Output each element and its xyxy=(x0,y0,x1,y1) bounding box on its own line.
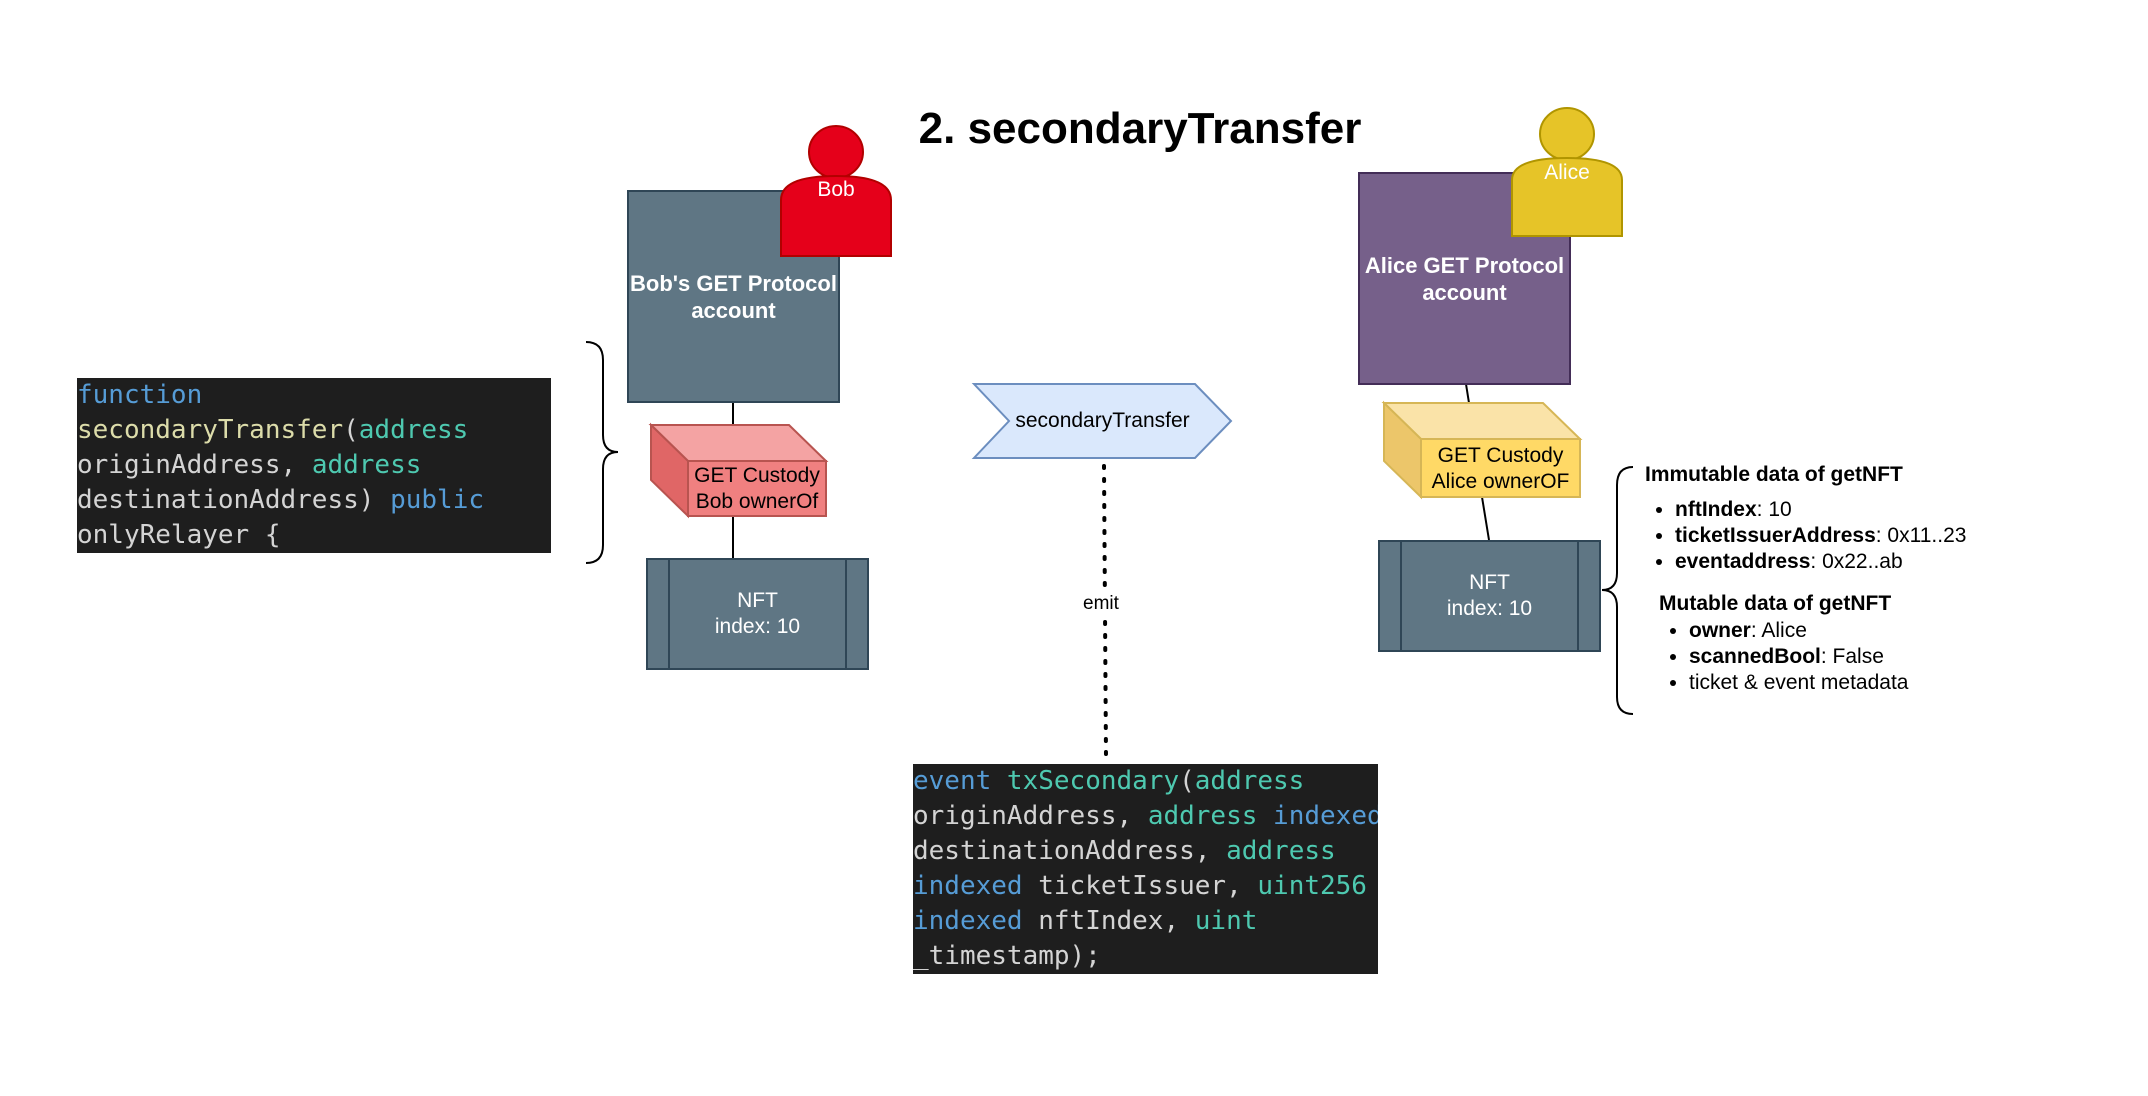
event-code-token: address xyxy=(1147,801,1274,831)
event-code-token: event xyxy=(913,766,1007,796)
bob-nft-line1: NFT xyxy=(737,589,778,612)
bob-custody-line1: GET Custody xyxy=(694,464,820,487)
immutable-data-item-value: : 0x11..23 xyxy=(1875,524,1967,547)
event-code-line: event txSecondary(address xyxy=(913,764,1378,799)
event-code-line: _timestamp); xyxy=(913,939,1378,974)
secondary-transfer-step-arrow xyxy=(971,383,1233,459)
event-code-token: address xyxy=(1194,766,1305,796)
alice-custody-line2: Alice ownerOF xyxy=(1431,470,1570,493)
function-code-line: originAddress, address xyxy=(77,448,551,483)
immutable-data-item: nftIndex: 10 xyxy=(1675,497,2045,523)
alice-person-icon xyxy=(1511,107,1623,237)
function-code-token: address xyxy=(311,450,422,480)
immutable-data-item: eventaddress: 0x22..ab xyxy=(1675,549,2045,575)
event-code-token: ( xyxy=(1179,766,1195,796)
immutable-data-item-value: : 0x22..ab xyxy=(1810,550,1903,573)
mutable-data-item-key: scannedBool xyxy=(1689,645,1821,668)
bob-nft-label: NFT index: 10 xyxy=(669,559,846,669)
alice-custody-label: GET Custody Alice ownerOF xyxy=(1421,443,1580,495)
event-code-token: _timestamp); xyxy=(913,941,1101,971)
function-code-token: ( xyxy=(343,415,359,445)
event-code-line: indexed ticketIssuer, uint256 xyxy=(913,869,1378,904)
alice-account-to-custody-line xyxy=(1465,383,1470,404)
event-code-token: uint xyxy=(1194,906,1258,936)
function-code-line: secondaryTransfer(address xyxy=(77,413,551,448)
alice-nft-line1: NFT xyxy=(1469,571,1510,594)
event-code-token: destinationAddress, xyxy=(913,836,1227,866)
event-code-token: indexed xyxy=(913,906,1039,936)
mutable-data-item: owner: Alice xyxy=(1689,618,2059,644)
mutable-data-item-value: : False xyxy=(1820,645,1884,668)
event-code-token: address xyxy=(1226,836,1336,866)
event-code-line: originAddress, address indexed xyxy=(913,799,1378,834)
mutable-data-list: owner: AlicescannedBool: Falseticket & e… xyxy=(1659,618,2059,696)
immutable-data-item-key: ticketIssuerAddress xyxy=(1675,524,1876,547)
immutable-data-list: nftIndex: 10ticketIssuerAddress: 0x11..2… xyxy=(1645,497,2045,575)
function-code-token: function xyxy=(77,380,203,410)
function-code-token: onlyRelayer { xyxy=(77,520,281,550)
mutable-data-item: ticket & event metadata xyxy=(1689,670,2059,696)
event-code-token: indexed xyxy=(913,871,1039,901)
left-brace xyxy=(585,341,619,564)
bob-nft-line2: index: 10 xyxy=(714,615,801,638)
function-code-token: destinationAddress) xyxy=(77,485,391,515)
mutable-data-item-key: owner xyxy=(1689,619,1751,642)
bob-custody-line2: Bob ownerOf xyxy=(695,490,819,513)
secondary-transfer-arrow-label: secondaryTransfer xyxy=(1015,409,1190,432)
mutable-data-item: scannedBool: False xyxy=(1689,644,2059,670)
mutable-data-item-value: ticket & event metadata xyxy=(1689,671,1909,694)
function-code-token: public xyxy=(390,485,484,515)
immutable-data-item-key: eventaddress xyxy=(1675,550,1811,573)
bob-custody-cube xyxy=(648,422,829,519)
event-code-token: nftIndex, xyxy=(1038,906,1195,936)
event-code-token: txSecondary xyxy=(1006,766,1180,796)
immutable-data-item: ticketIssuerAddress: 0x11..23 xyxy=(1675,523,2045,549)
function-code-line: destinationAddress) public xyxy=(77,483,551,518)
alice-nft-label: NFT index: 10 xyxy=(1401,541,1578,651)
alice-custody-to-nft-line xyxy=(1481,496,1490,541)
diagram-title: 2. secondaryTransfer xyxy=(918,104,1362,153)
function-code-token: originAddress, xyxy=(77,450,312,480)
function-code-line: onlyRelayer { xyxy=(77,518,551,553)
alice-person-label: Alice xyxy=(1544,161,1590,184)
alice-nft-box-shape xyxy=(1378,540,1601,652)
event-code-token: originAddress, xyxy=(913,801,1148,831)
alice-custody-line1: GET Custody xyxy=(1437,444,1564,467)
bob-person-label: Bob xyxy=(817,178,855,201)
bob-person-icon xyxy=(780,125,892,257)
bob-custody-label: GET Custody Bob ownerOf xyxy=(688,463,826,515)
event-code-line: destinationAddress, address xyxy=(913,834,1378,869)
mutable-data-item-value: : Alice xyxy=(1750,619,1807,642)
function-code-line: function xyxy=(77,378,551,413)
mutable-data-header: Mutable data of getNFT xyxy=(1659,592,1892,615)
immutable-data-item-key: nftIndex xyxy=(1675,498,1757,521)
alice-nft-line2: index: 10 xyxy=(1446,597,1533,620)
immutable-data-header: Immutable data of getNFT xyxy=(1645,463,1903,486)
function-code-token: secondaryTransfer xyxy=(77,415,344,445)
bob-nft-box-shape xyxy=(646,558,869,670)
right-brace xyxy=(1601,466,1634,715)
mutable-data-block: Mutable data of getNFT owner: Alicescann… xyxy=(1659,592,2059,696)
function-code-token: address xyxy=(358,415,469,445)
event-code-token: ticketIssuer, xyxy=(1038,871,1258,901)
event-code-token: indexed xyxy=(1273,801,1378,831)
alice-custody-cube xyxy=(1381,400,1583,500)
event-code-token: uint256 xyxy=(1257,871,1367,901)
alice-account-label: Alice GET Protocol account xyxy=(1364,252,1565,305)
event-code-line: indexed nftIndex, uint xyxy=(913,904,1378,939)
bob-account-label: Bob's GET Protocol account xyxy=(630,270,837,323)
immutable-data-block: Immutable data of getNFT nftIndex: 10tic… xyxy=(1645,463,2045,575)
immutable-data-item-value: : 10 xyxy=(1756,498,1792,521)
emit-label: emit xyxy=(1083,591,1119,617)
